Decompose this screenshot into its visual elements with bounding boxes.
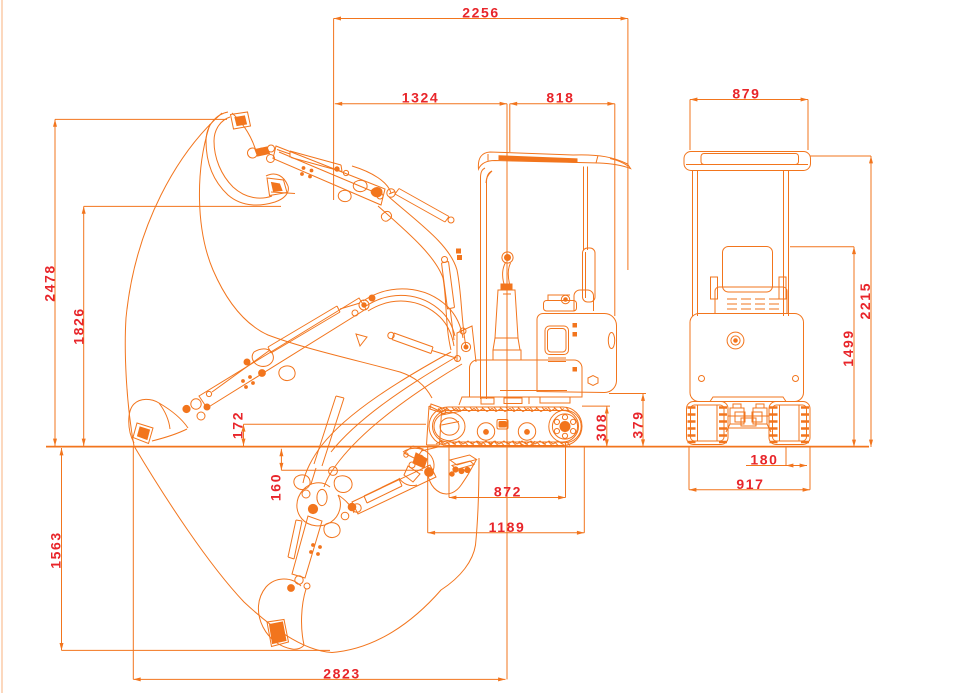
- svg-text:2823: 2823: [323, 665, 361, 681]
- svg-text:1189: 1189: [489, 519, 526, 535]
- svg-text:379: 379: [629, 410, 645, 438]
- svg-text:879: 879: [732, 86, 760, 102]
- svg-text:2215: 2215: [857, 282, 873, 320]
- svg-text:308: 308: [593, 413, 609, 441]
- svg-text:818: 818: [546, 90, 574, 106]
- svg-text:160: 160: [267, 473, 283, 501]
- svg-text:2256: 2256: [462, 5, 500, 21]
- svg-text:1826: 1826: [70, 307, 86, 345]
- svg-text:1563: 1563: [47, 531, 63, 569]
- svg-text:180: 180: [750, 452, 778, 468]
- svg-text:872: 872: [494, 484, 522, 500]
- svg-text:172: 172: [230, 411, 246, 439]
- svg-text:917: 917: [736, 476, 764, 492]
- svg-text:1499: 1499: [840, 329, 856, 367]
- svg-text:1324: 1324: [402, 90, 440, 106]
- svg-text:2478: 2478: [42, 264, 58, 302]
